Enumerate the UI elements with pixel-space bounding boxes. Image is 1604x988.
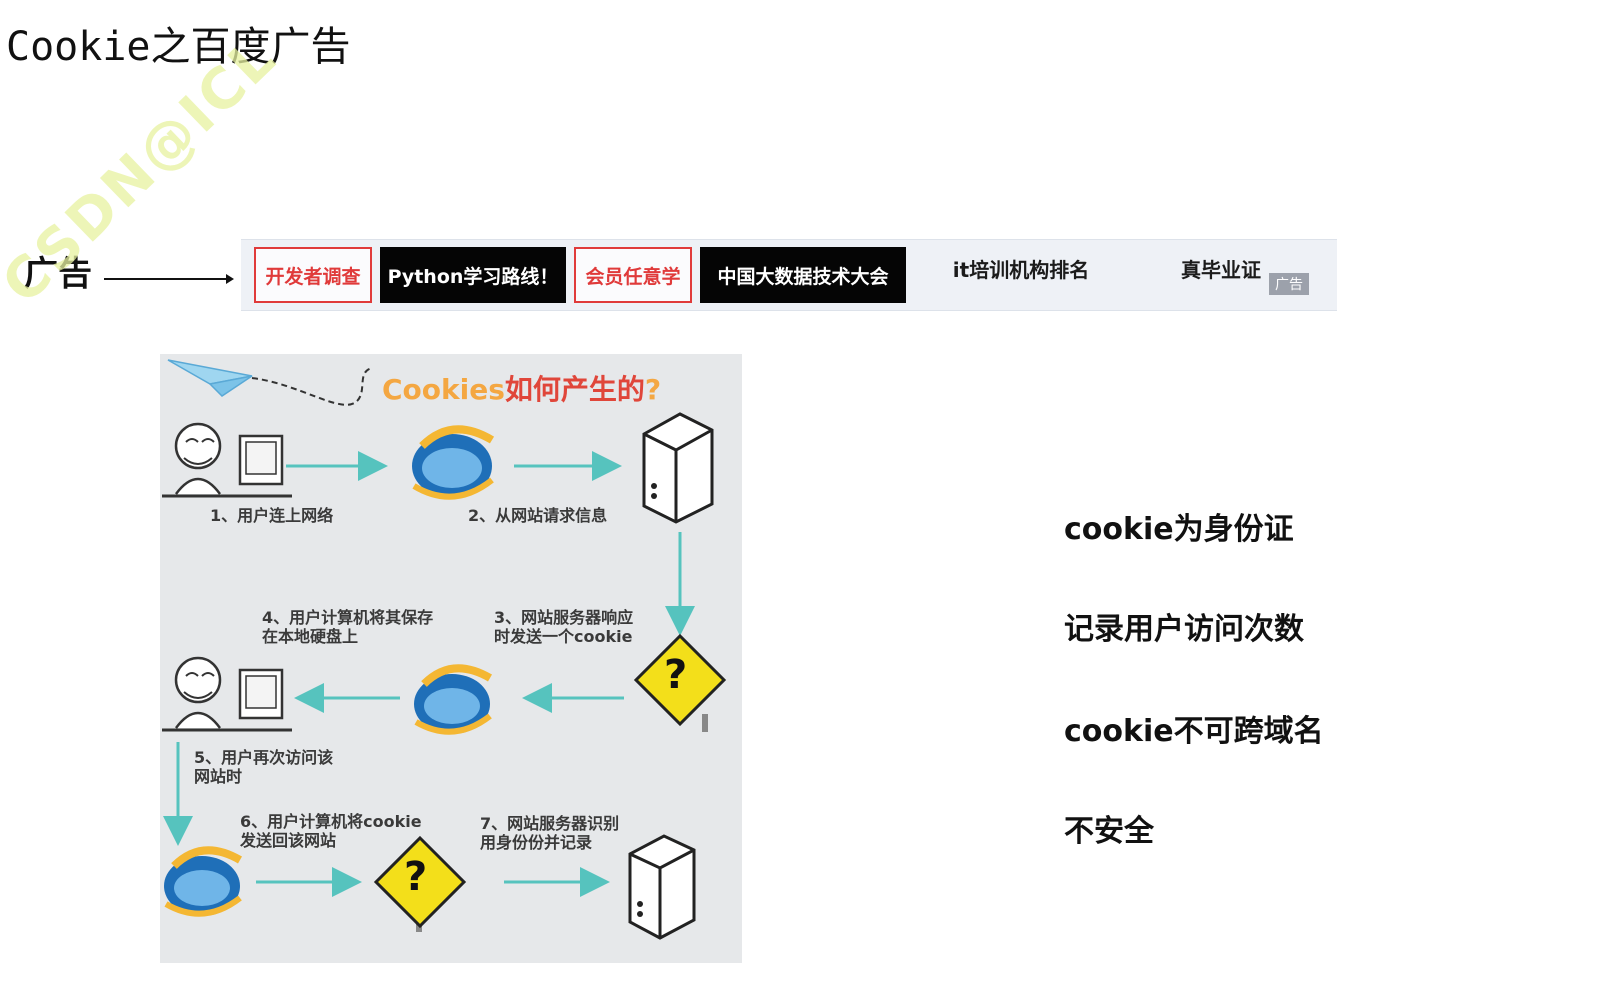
ad-link-bigdata[interactable]: 中国大数据技术大会 xyxy=(700,247,906,303)
step-label-5: 5、用户再次访问该 网站时 xyxy=(194,748,334,786)
bullet-cross-domain: cookie不可跨域名 xyxy=(1064,714,1324,749)
ad-tag-badge: 广告 xyxy=(1269,273,1309,295)
diagram-title-zh: 如何产生的 xyxy=(504,373,645,406)
user-computer-icon-2 xyxy=(162,656,292,732)
ad-banner: 开发者调查 Python学习路线！ 会员任意学 中国大数据技术大会 it培训机构… xyxy=(241,239,1337,311)
diagram-title: Cookies如何产生的? xyxy=(382,368,661,408)
diagram-title-en: Cookies xyxy=(382,373,505,406)
arrow-right-icon xyxy=(104,274,234,284)
ad-link-diploma[interactable]: 真毕业证 xyxy=(1181,257,1261,282)
step-label-2: 2、从网站请求信息 xyxy=(468,506,608,525)
server-icon-2 xyxy=(628,834,696,940)
browser-troll-icon-2 xyxy=(414,664,493,735)
browser-troll-icon-3 xyxy=(164,846,243,917)
diagram-title-question: ? xyxy=(644,373,662,406)
user-computer-icon-1 xyxy=(162,422,292,498)
bullet-insecure: 不安全 xyxy=(1064,814,1154,849)
paper-plane-icon xyxy=(167,359,253,397)
step-label-1: 1、用户连上网络 xyxy=(210,506,334,525)
page-title: Cookie之百度广告 xyxy=(6,24,351,70)
ad-link-membership[interactable]: 会员任意学 xyxy=(574,247,692,303)
diagram-graphics xyxy=(162,359,727,940)
plane-trail xyxy=(251,367,373,406)
cookie-question-sign-icon-2 xyxy=(373,835,467,932)
question-mark-1: ? xyxy=(664,652,688,698)
step-label-4: 4、用户计算机将其保存 在本地硬盘上 xyxy=(262,608,434,646)
cookie-question-sign-icon-1 xyxy=(633,633,727,732)
question-mark-2: ? xyxy=(404,854,428,900)
browser-troll-icon-1 xyxy=(412,425,495,500)
ad-link-survey[interactable]: 开发者调查 xyxy=(254,247,372,303)
ad-link-it-training[interactable]: it培训机构排名 xyxy=(952,257,1090,282)
bullet-identity: cookie为身份证 xyxy=(1064,512,1294,547)
ad-link-python[interactable]: Python学习路线！ xyxy=(380,247,566,303)
step-label-6: 6、用户计算机将cookie 发送回该网站 xyxy=(240,812,422,850)
cookie-flow-diagram: Cookies如何产生的? 1、用户连上网络 2、从网站请求信息 3、网站服务器… xyxy=(160,354,742,963)
server-icon-1 xyxy=(642,412,714,524)
bullet-visit-count: 记录用户访问次数 xyxy=(1064,612,1304,647)
step-label-7: 7、网站服务器识别 用身份份并记录 xyxy=(480,814,620,852)
ad-label: 广告 xyxy=(24,254,92,294)
step-label-3: 3、网站服务器响应 时发送一个cookie xyxy=(494,608,634,646)
